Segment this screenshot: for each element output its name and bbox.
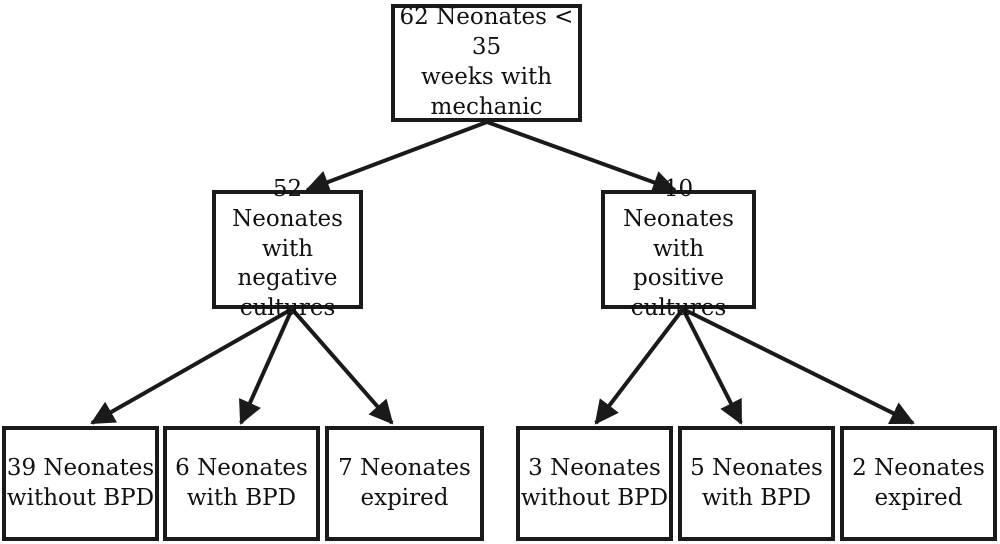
node-neg-without-bpd-text: 39 Neonates without BPD — [7, 454, 154, 514]
node-neg-with-bpd-line-1: 6 Neonates — [175, 454, 308, 481]
node-pos-without-bpd-line-1: 3 Neonates — [528, 454, 661, 481]
node-positive-cultures: 10 Neonates with positive cultures — [601, 176, 756, 321]
node-root-text: 62 Neonates < 35 weeks with mechanic — [395, 3, 578, 123]
node-pos-expired-line-1: 2 Neonates — [852, 454, 985, 481]
node-neg-without-bpd: 39 Neonates without BPD — [2, 426, 159, 541]
node-neg-without-bpd-line-1: 39 Neonates — [6, 454, 155, 481]
node-negative-line-1: 52 Neonates — [232, 175, 343, 232]
node-neg-without-bpd-line-2: without BPD — [6, 484, 155, 511]
node-negative-line-2: with negative — [237, 235, 338, 292]
arrow-positive-to-pos-expired — [682, 307, 915, 425]
node-root-line-1: 62 Neonates < 35 — [399, 4, 574, 61]
node-pos-with-bpd-line-1: 5 Neonates — [690, 454, 823, 481]
node-positive-line-3: cultures — [630, 295, 727, 322]
arrow-positive-to-pos-without-bpd — [594, 307, 685, 425]
node-neg-with-bpd: 6 Neonates with BPD — [163, 426, 320, 541]
arrow-root-to-positive — [486, 120, 677, 194]
node-root-line-2: weeks with — [420, 64, 553, 90]
node-pos-with-bpd-text: 5 Neonates with BPD — [690, 454, 823, 514]
node-pos-expired-text: 2 Neonates expired — [852, 454, 985, 514]
arrow-root-to-negative — [305, 120, 488, 194]
node-positive-line-1: 10 Neonates — [623, 175, 734, 232]
node-neg-expired-line-2: expired — [360, 484, 449, 511]
node-root-line-3: mechanic — [430, 93, 543, 120]
node-negative-cultures: 52 Neonates with negative cultures — [212, 176, 363, 321]
node-neg-with-bpd-text: 6 Neonates with BPD — [175, 454, 308, 514]
node-neg-with-bpd-line-2: with BPD — [186, 484, 297, 511]
node-neg-expired-text: 7 Neonates expired — [338, 454, 471, 514]
node-root: 62 Neonates < 35 weeks with mechanic — [391, 4, 582, 122]
node-pos-with-bpd-line-2: with BPD — [701, 484, 812, 511]
node-neg-expired-line-1: 7 Neonates — [338, 454, 471, 481]
arrow-negative-to-neg-without-bpd — [90, 307, 293, 425]
node-pos-expired-line-2: expired — [874, 484, 963, 511]
node-negative-text: 52 Neonates with negative cultures — [216, 175, 359, 324]
arrow-negative-to-neg-expired — [290, 307, 394, 425]
node-pos-without-bpd: 3 Neonates without BPD — [516, 426, 673, 541]
node-pos-with-bpd: 5 Neonates with BPD — [678, 426, 835, 541]
node-pos-expired: 2 Neonates expired — [840, 426, 997, 541]
node-pos-without-bpd-line-2: without BPD — [520, 484, 669, 511]
node-positive-text: 10 Neonates with positive cultures — [605, 175, 752, 324]
arrow-negative-to-neg-with-bpd — [239, 308, 294, 425]
node-negative-line-3: cultures — [239, 295, 336, 322]
arrow-positive-to-pos-with-bpd — [681, 308, 743, 425]
node-positive-line-2: with positive — [633, 235, 724, 292]
node-pos-without-bpd-text: 3 Neonates without BPD — [521, 454, 668, 514]
node-neg-expired: 7 Neonates expired — [325, 426, 484, 541]
